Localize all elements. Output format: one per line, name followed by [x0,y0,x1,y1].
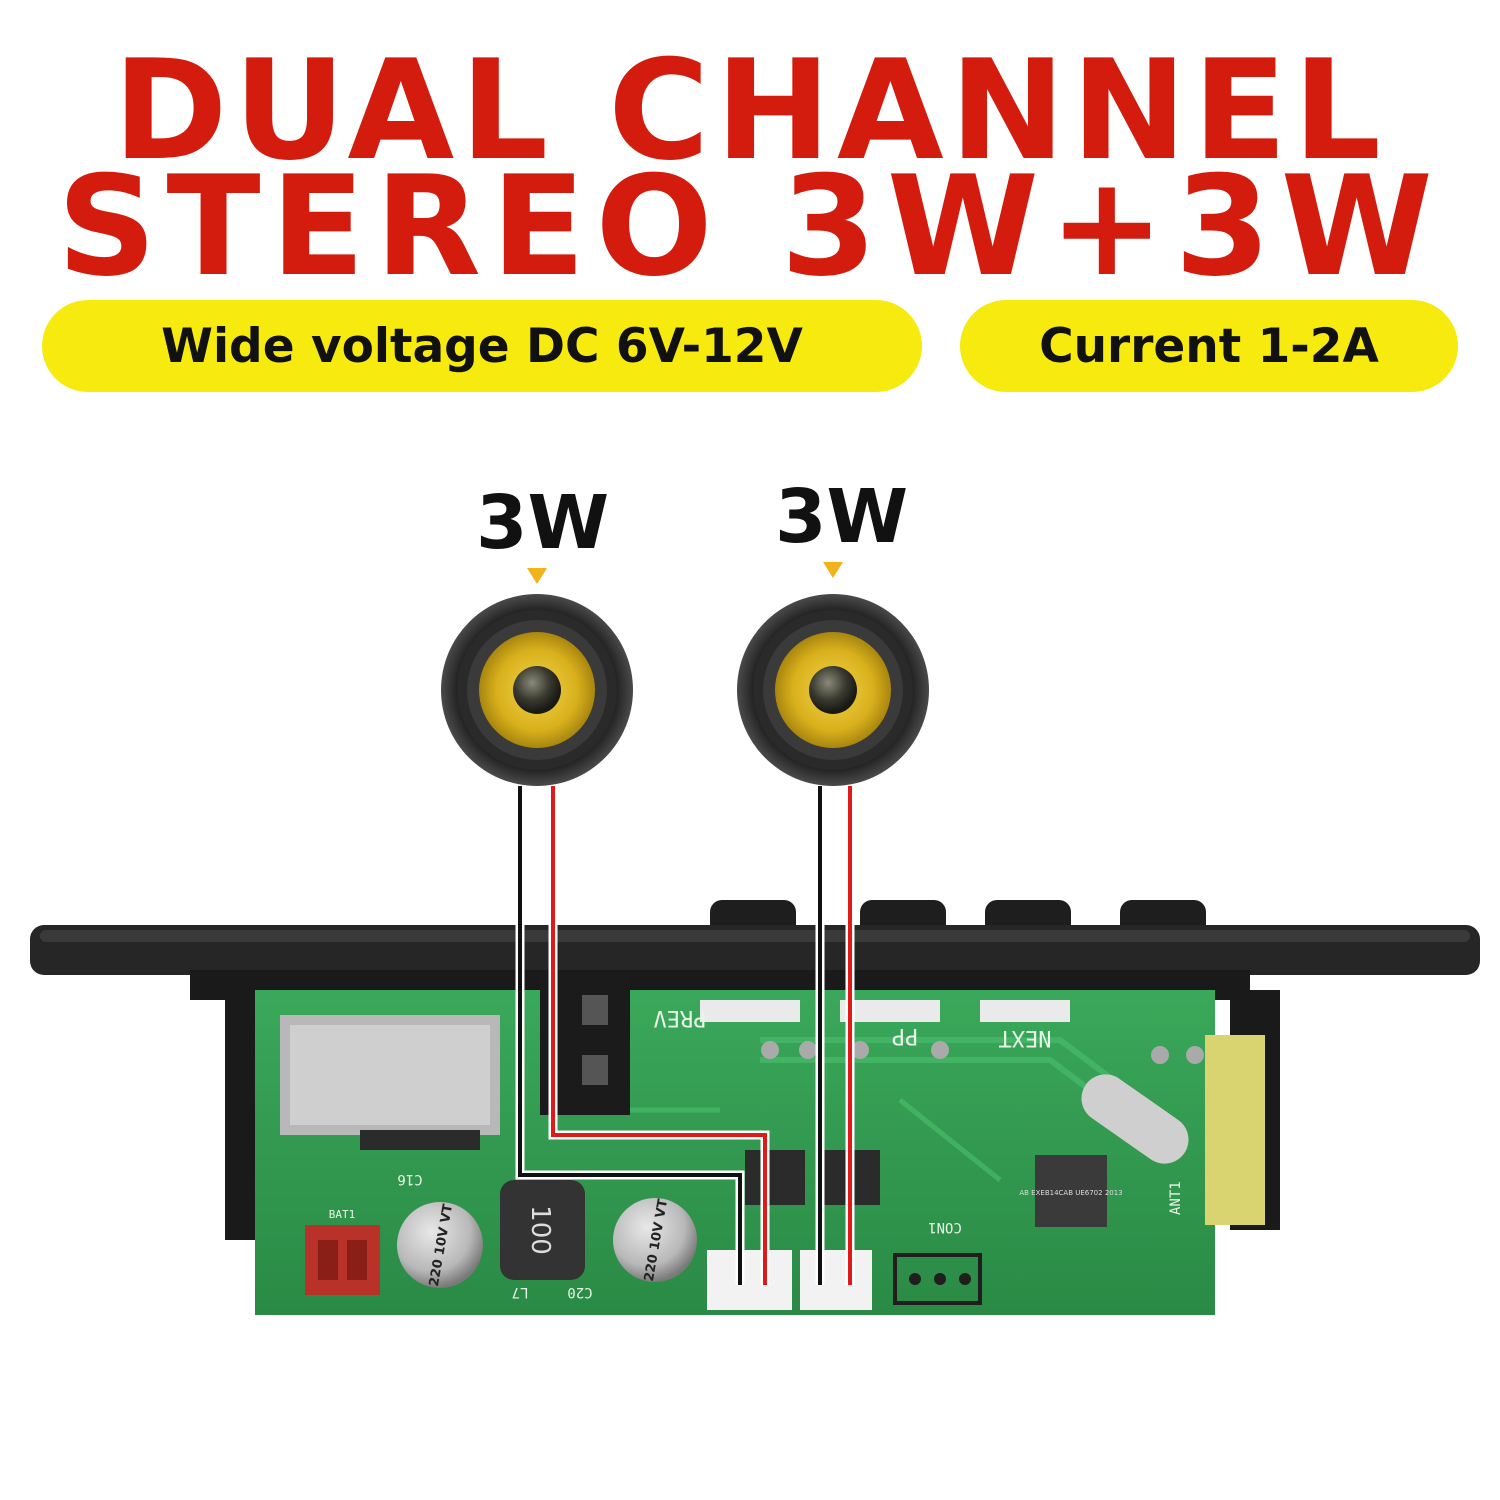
bluetooth-chip [1035,1155,1107,1227]
speaker-connector-left [707,1250,792,1310]
current-spec-text: Current 1-2A [1039,318,1379,374]
bat-label: BAT1 [329,1208,356,1221]
svg-text:C16: C16 [397,1171,422,1187]
speaker-icon [441,594,633,786]
pcb-board: PREV PP NEXT AB EXEB14CAB UE6702 2013 AN… [255,975,1265,1315]
inductor [500,1180,585,1280]
speaker-left-power: 3W [476,480,610,566]
svg-text:C20: C20 [567,1284,592,1300]
chip-label: AB EXEB14CAB UE6702 2013 [1019,1189,1122,1197]
capacitor: 220 10V VT [613,1198,697,1283]
prev-label: PREV [654,1005,707,1030]
headline-line-1: DUAL CHANNEL [113,30,1387,191]
svg-text:L7: L7 [512,1284,529,1300]
arrow-down-icon [527,568,547,584]
headline-line-2: STEREO 3W+3W [57,146,1443,307]
pp-label: PP [892,1023,919,1048]
next-label: NEXT [999,1025,1052,1050]
voltage-spec-badge: Wide voltage DC 6V-12V [42,300,922,392]
ant-label: ANT1 [1168,1181,1184,1215]
speaker-connector-right [800,1250,872,1310]
voltage-spec-text: Wide voltage DC 6V-12V [161,318,803,374]
current-spec-badge: Current 1-2A [960,300,1458,392]
svg-text:CON1: CON1 [928,1219,962,1235]
speaker-icon [737,594,929,786]
inductor-label: 100 [525,1205,555,1255]
crystal-oscillator [1081,1074,1189,1164]
capacitor: 220 10V VT [397,1202,483,1288]
speaker-right-power: 3W [775,474,909,560]
antenna [1205,1035,1265,1225]
arrow-down-icon [823,562,843,578]
speaker-wires [515,786,855,1285]
power-connector [305,1225,380,1295]
